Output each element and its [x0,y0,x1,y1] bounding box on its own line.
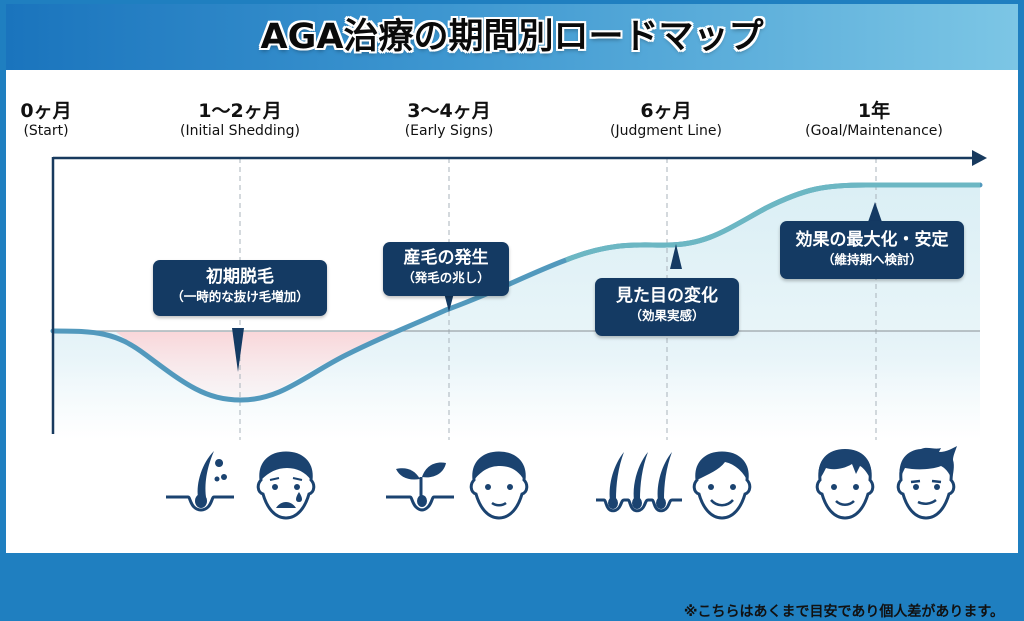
phase-label-goal-maintenance: 1年 (Goal/Maintenance) [805,100,943,139]
callout-vellus-hair: 産毛の発生 （発毛の兆し） [383,242,509,296]
phase-label-early-signs: 3〜4ヶ月 (Early Signs) [404,100,494,139]
content-panel: 0ヶ月 (Start) 1〜2ヶ月 (Initial Shedding) 3〜4… [6,70,1018,620]
confident-face-styled-hair-icon [896,446,957,520]
slightly-smiling-face-icon [469,451,529,520]
disclaimer-footnote: ※こちらはあくまで目安であり個人差があります。 [683,604,1004,620]
hair-shedding-icon [166,451,234,512]
title-banner: AGA治療の期間別ロードマップ [6,4,1018,70]
roadmap-chart [50,150,987,440]
phase-label-judgment-line: 6ヶ月 (Judgment Line) [610,100,722,139]
page-title: AGA治療の期間別ロードマップ [260,17,764,57]
callout-maximize-stabilize: 効果の最大化・安定 （維持期へ検討） [780,221,964,279]
sprout-follicle-icon [386,462,454,512]
arrow-head-icon [972,150,987,166]
smiling-face-icon [692,451,752,520]
callout-initial-shedding: 初期脱毛 （一時的な抜け毛増加） [153,260,327,316]
phase-label-initial-shedding: 1〜2ヶ月 (Initial Shedding) [180,100,300,139]
phase-label-start: 0ヶ月 (Start) [20,100,72,139]
sad-crying-face-icon [256,451,316,520]
infographic-frame: AGA治療の期間別ロードマップ [6,4,1018,620]
happy-face-fuller-hair-icon [815,449,875,520]
callout-visible-change: 見た目の変化 （効果実感） [595,278,739,336]
three-hairs-follicle-icon [596,452,682,513]
